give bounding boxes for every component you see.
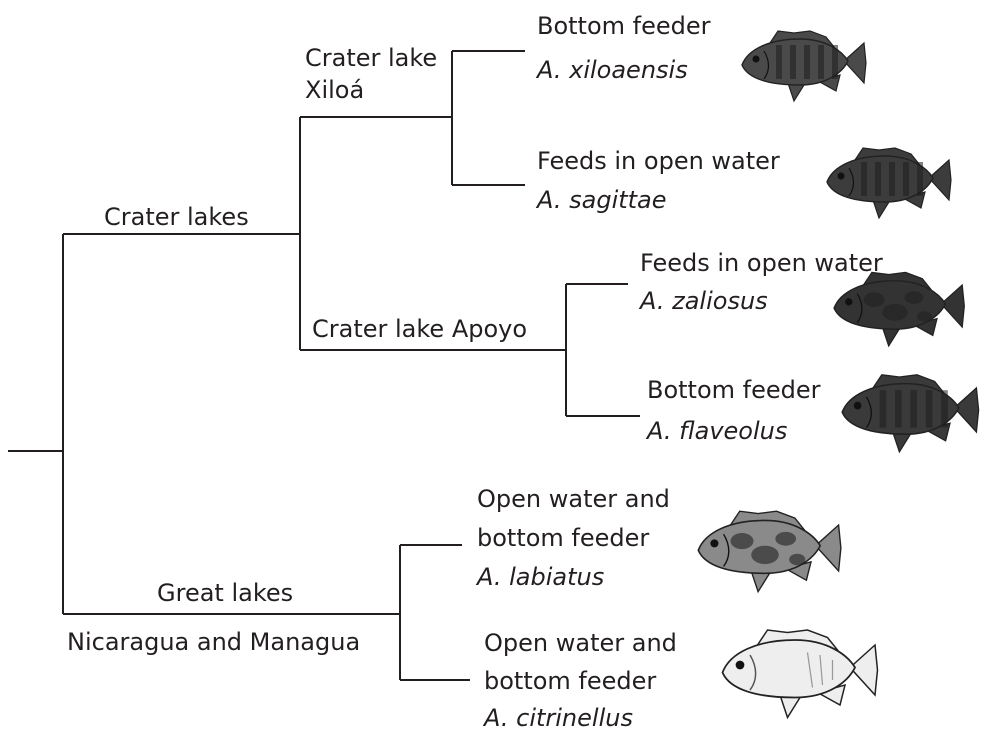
label-crater-lake-xiloa-line2: Xiloá bbox=[305, 76, 364, 104]
label-crater-lake-apoyo: Crater lake Apoyo bbox=[312, 315, 527, 343]
species-name-zaliosus: A. zaliosus bbox=[640, 287, 768, 315]
species-feeding-zaliosus: Feeds in open water bbox=[640, 249, 883, 277]
label-great-lakes: Great lakes bbox=[157, 579, 293, 607]
fish-zaliosus-image bbox=[834, 272, 964, 346]
fish-xiloaensis-image bbox=[742, 31, 866, 101]
species-feeding-labiatus-line2: bottom feeder bbox=[477, 524, 649, 552]
label-nicaragua-managua: Nicaragua and Managua bbox=[67, 628, 360, 656]
fish-citrinellus-image bbox=[723, 630, 878, 718]
fish-sagittae-image bbox=[827, 148, 951, 218]
species-feeding-xiloaensis: Bottom feeder bbox=[537, 12, 711, 40]
species-feeding-citrinellus-line2: bottom feeder bbox=[484, 667, 656, 695]
species-feeding-sagittae: Feeds in open water bbox=[537, 147, 780, 175]
fish-labiatus-image bbox=[698, 511, 841, 592]
species-feeding-labiatus-line1: Open water and bbox=[477, 485, 670, 513]
label-crater-lake-xiloa-line1: Crater lake bbox=[305, 44, 437, 72]
species-feeding-citrinellus-line1: Open water and bbox=[484, 629, 677, 657]
species-name-flaveolus: A. flaveolus bbox=[647, 417, 787, 445]
label-crater-lakes: Crater lakes bbox=[104, 203, 249, 231]
species-name-labiatus: A. labiatus bbox=[477, 563, 604, 591]
fish-flaveolus-image bbox=[842, 375, 978, 452]
species-name-xiloaensis: A. xiloaensis bbox=[537, 56, 688, 84]
species-name-citrinellus: A. citrinellus bbox=[484, 704, 633, 732]
species-name-sagittae: A. sagittae bbox=[537, 186, 667, 214]
species-feeding-flaveolus: Bottom feeder bbox=[647, 376, 821, 404]
